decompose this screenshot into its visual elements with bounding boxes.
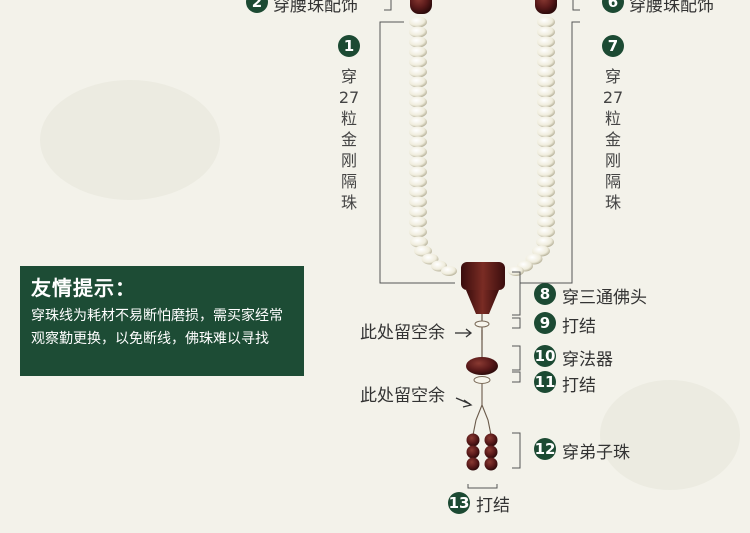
bracket-step-13 [467,484,498,489]
disciple-beads [466,433,498,471]
bracket-step-8 [512,271,521,316]
leave-slack-note-1: 此处留空余 [360,323,445,343]
bracket-step-10 [512,345,521,371]
top-left-spacer-bead [410,0,432,14]
step-label-12: 穿弟子珠 [562,443,630,463]
top-right-bracket [572,0,580,11]
top-right-spacer-bead [535,0,557,14]
left-strand-beads [409,16,457,276]
top-left-bracket [384,0,392,11]
step-label-8: 穿三通佛头 [562,288,647,308]
background-texture [600,380,740,490]
step-label-11: 打结 [562,376,596,396]
guru-bead [461,262,505,290]
leave-slack-note-2: 此处留空余 [360,386,445,406]
arrow-2-head [462,399,473,408]
tip-box: 友情提示： 穿珠线为耗材不易断怕磨损，需买家经常观察勤更换，以免断线，佛珠难以寻… [20,266,304,376]
step-number-12: 12 [534,438,556,460]
step-number-10: 10 [534,345,556,367]
step-label-6: 穿腰珠配饰 [629,0,714,16]
bracket-step-11 [512,371,521,383]
dharma-bead [466,357,498,375]
step-label-13: 打结 [476,496,510,516]
knot-2 [473,376,491,384]
tip-title: 友情提示： [31,276,136,300]
guru-bead-stupa [466,290,499,314]
step-label-2: 穿腰珠配饰 [273,0,358,16]
background-texture [40,80,220,200]
step-number-7: 7 [602,35,624,57]
tip-text: 穿珠线为耗材不易断怕磨损，需买家经常观察勤更换，以免断线，佛珠难以寻找 [31,308,283,347]
step-number-2: 2 [246,0,268,13]
right-strand-label: 穿 27 粒 金 刚 隔 珠 [602,67,624,212]
step-label-9: 打结 [562,317,596,337]
bracket-step-9 [512,317,521,329]
step-number-6: 6 [602,0,624,13]
arrow-1-head [465,328,473,338]
step-number-8: 8 [534,283,556,305]
right-strand-beads [508,16,555,276]
left-strand-bracket [379,21,455,284]
string-tassel [472,384,492,436]
knot-1 [474,320,490,328]
step-number-1: 1 [338,35,360,57]
left-strand-label: 穿 27 粒 金 刚 隔 珠 [338,67,360,212]
bracket-step-12 [512,432,521,469]
step-number-9: 9 [534,312,556,334]
step-number-11: 11 [534,371,556,393]
step-number-13: 13 [448,492,470,514]
step-label-10: 穿法器 [562,350,613,370]
